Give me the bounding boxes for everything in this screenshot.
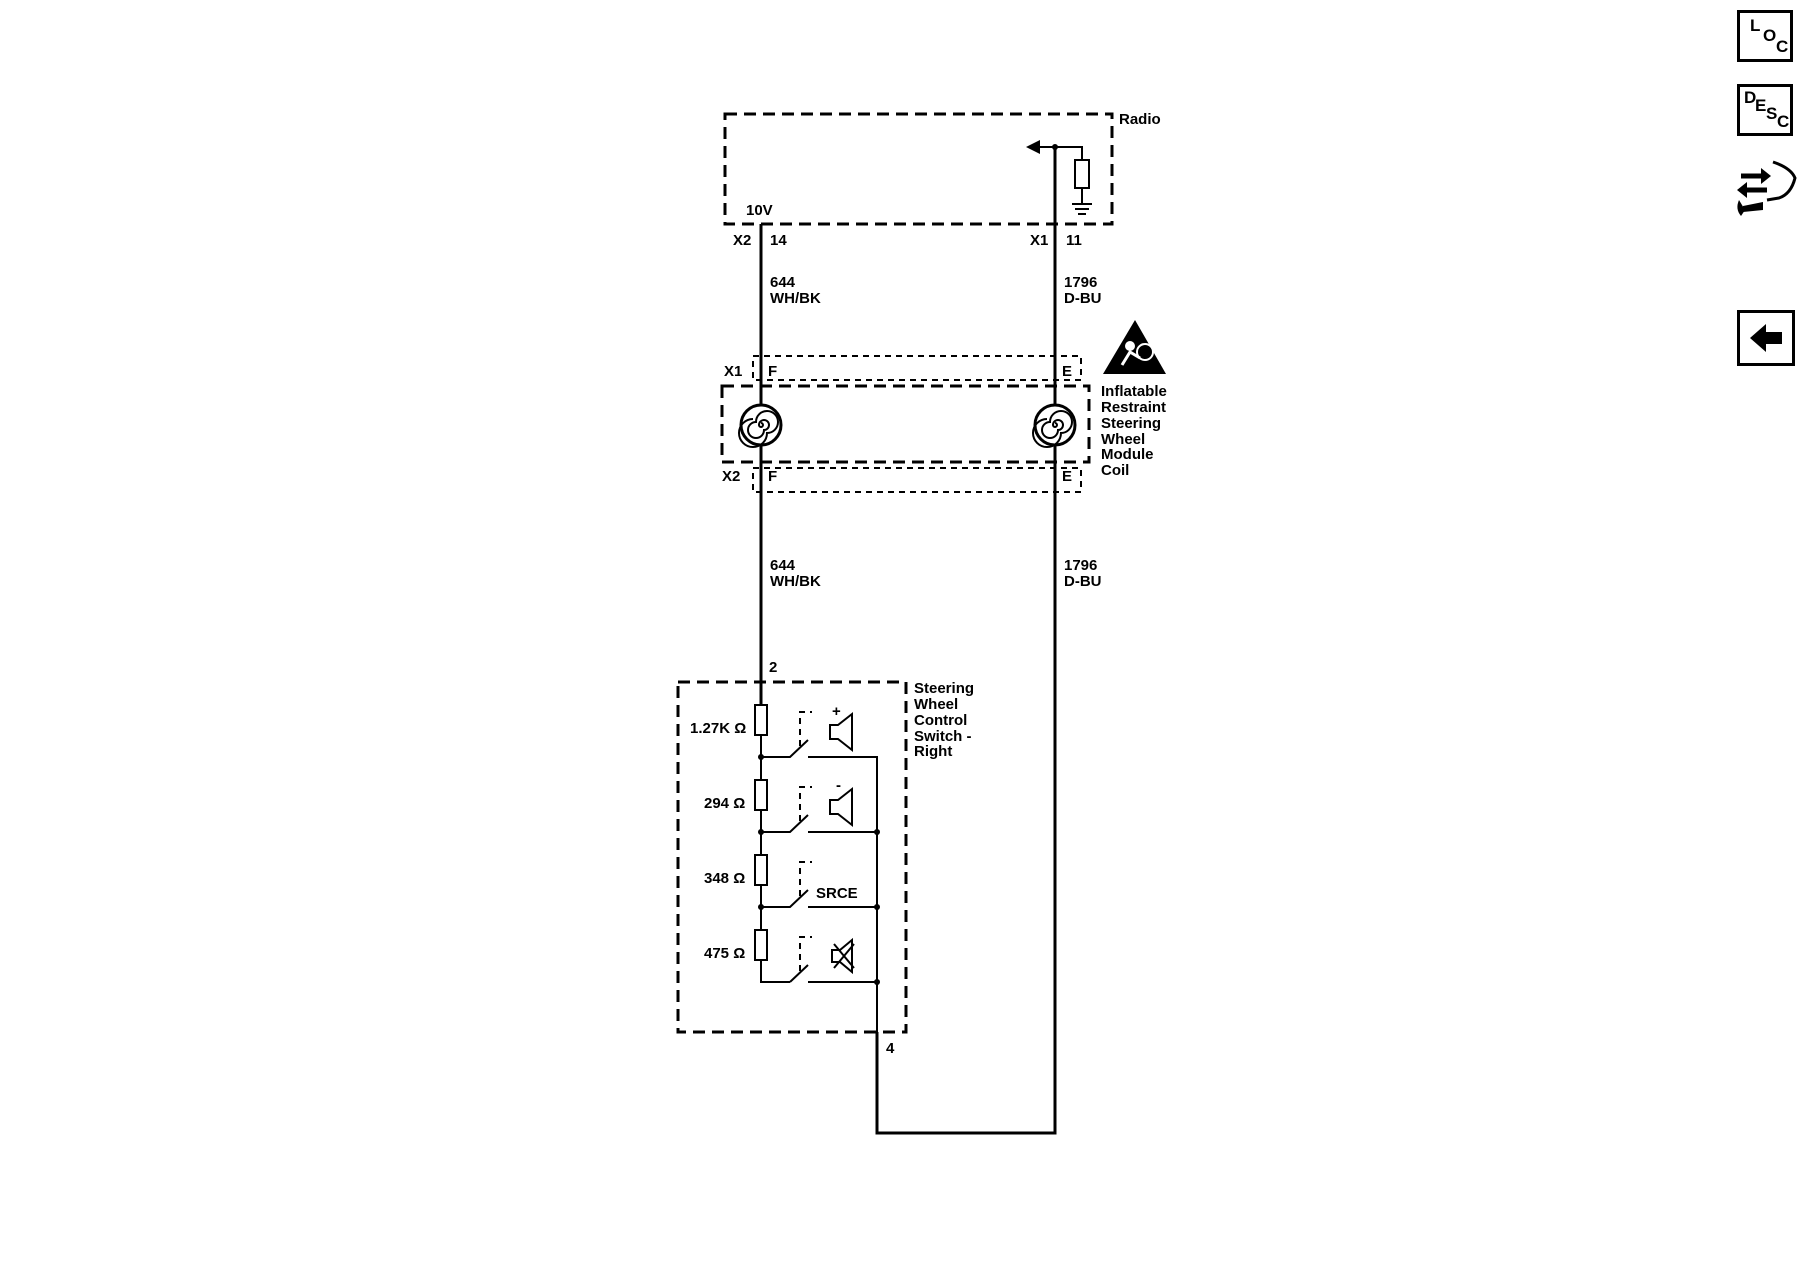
volume-up-icon — [829, 711, 853, 753]
resistor-2-value: 294 Ω — [704, 795, 745, 812]
airbag-warning-icon — [1103, 320, 1166, 374]
radio-voltage: 10V — [746, 202, 773, 219]
coil-bottom-connector: X2 — [722, 468, 740, 485]
switch-label-line-2: Wheel — [914, 696, 958, 713]
coil-spiral-left-icon — [738, 403, 783, 448]
coil-label-line-6: Coil — [1101, 462, 1129, 479]
volume-down-icon — [829, 786, 853, 828]
coil-label-line-3: Steering — [1101, 415, 1161, 432]
coil-connector-bottom-box — [752, 467, 1082, 493]
radio-connector-right: X1 — [1030, 232, 1048, 249]
desc-letter-e: E — [1755, 96, 1767, 115]
coil-label-line-4: Wheel — [1101, 431, 1145, 448]
loc-letter-o: O — [1763, 26, 1777, 45]
volume-down-sign: - — [836, 777, 841, 794]
coil-top-connector: X1 — [724, 363, 742, 380]
switch-contacts — [761, 711, 880, 1032]
resistor-4-value: 475 Ω — [704, 945, 745, 962]
radio-internal-circuit — [1026, 140, 1092, 215]
resistor-1-value: 1.27K Ω — [690, 720, 746, 737]
switch-module-box — [676, 680, 908, 1034]
switch-label-line-5: Right — [914, 743, 952, 760]
wire-right-circuit-upper: 1796 — [1064, 274, 1097, 291]
coil-label-line-5: Module — [1101, 446, 1154, 463]
back-arrow-icon — [1750, 324, 1782, 352]
connector-tool-button[interactable] — [1733, 154, 1799, 220]
switch-pin-top: 2 — [769, 659, 777, 676]
switch-pin-bottom: 4 — [886, 1040, 895, 1057]
resistor-ladder — [754, 682, 790, 983]
radio-pin-left: 14 — [770, 232, 787, 249]
wire-right-circuit-lower: 1796 — [1064, 557, 1097, 574]
coil-label-line-1: Inflatable — [1101, 383, 1167, 400]
loc-letter-c: C — [1776, 37, 1789, 56]
wire-left-circuit-upper: 644 — [770, 274, 796, 291]
switch-label-line-1: Steering — [914, 680, 974, 697]
switch-label-line-4: Switch - — [914, 728, 972, 745]
wire-left-circuit-lower: 644 — [770, 557, 796, 574]
coil-module-box — [720, 384, 1091, 464]
wire-left-color-lower: WH/BK — [770, 573, 821, 590]
wire-right-color-lower: D-BU — [1064, 573, 1102, 590]
loc-letter-l: L — [1750, 16, 1761, 35]
resistor-3-value: 348 Ω — [704, 870, 745, 887]
coil-top-pin-right: E — [1062, 363, 1072, 380]
wire-right-color-upper: D-BU — [1064, 290, 1102, 307]
coil-label-line-2: Restraint — [1101, 399, 1166, 416]
volume-up-sign: + — [832, 703, 841, 720]
source-label: SRCE — [816, 885, 858, 902]
coil-top-pin-left: F — [768, 363, 777, 380]
radio-pin-right: 11 — [1066, 232, 1082, 249]
back-button[interactable] — [1737, 310, 1795, 366]
coil-connector-top-box — [752, 355, 1082, 381]
mute-icon — [831, 937, 855, 975]
coil-bottom-pin-left: F — [768, 468, 777, 485]
loc-button[interactable]: L O C — [1737, 10, 1793, 62]
desc-letter-s: S — [1766, 104, 1778, 123]
wire-left-color-upper: WH/BK — [770, 290, 821, 307]
coil-bottom-pin-right: E — [1062, 468, 1072, 485]
desc-letter-d: D — [1744, 88, 1757, 107]
radio-module-box — [723, 112, 1114, 226]
radio-label: Radio — [1119, 111, 1161, 128]
desc-letter-c: C — [1777, 112, 1790, 131]
switch-label-line-3: Control — [914, 712, 967, 729]
desc-button[interactable]: D E S C — [1737, 84, 1793, 136]
coil-spiral-right-icon — [1032, 403, 1077, 448]
wire-1796-lower — [875, 432, 1057, 1135]
radio-connector-left: X2 — [733, 232, 751, 249]
connector-tool-icon — [1737, 160, 1797, 216]
